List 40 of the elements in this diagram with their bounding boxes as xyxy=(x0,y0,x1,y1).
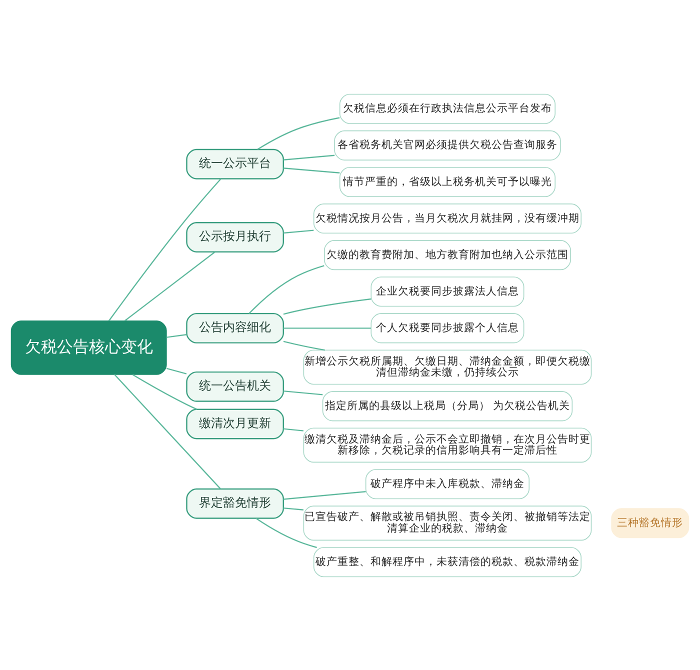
node-box: 公示按月执行 xyxy=(186,221,284,252)
connector xyxy=(248,264,324,314)
node-box: 情节严重的，省级以上税务机关可予以曝光 xyxy=(339,166,556,196)
connector xyxy=(283,340,325,350)
connector xyxy=(283,167,340,174)
node-box: 欠缴的教育费附加、地方教育附加也纳入公示范围 xyxy=(324,240,571,270)
connector xyxy=(283,390,323,395)
connector xyxy=(166,367,187,374)
node-box: 指定所属的县级以上税局（分局） 为欠税公告机关 xyxy=(322,390,573,421)
node-box: 各省税务机关官网必须提供欠税公告查询服务 xyxy=(334,130,561,160)
node-box: 破产程序中未入库税款、滞纳金 xyxy=(365,468,530,499)
connector xyxy=(283,327,371,328)
connector xyxy=(256,517,317,548)
node-box: 个人欠税要同步披露个人信息 xyxy=(370,312,524,343)
node-box: 界定豁免情形 xyxy=(186,488,284,518)
node-box: 欠税公告核心变化 xyxy=(10,320,167,374)
connector xyxy=(283,490,366,500)
connector xyxy=(114,374,222,489)
node-box: 公告内容细化 xyxy=(186,312,284,343)
connector xyxy=(283,229,314,234)
node-box: 欠税信息必须在行政执法信息公示平台发布 xyxy=(339,93,556,124)
node-box: 欠税情况按月公告，当月欠税次月就挂网，没有缓冲期 xyxy=(313,203,582,234)
connector xyxy=(283,298,372,314)
node-box: 破产重整、和解程序中，未获清偿的税款、税款滞纳金 xyxy=(313,546,582,577)
node-box: 企业欠税要同步披露法人信息 xyxy=(370,276,524,306)
connector xyxy=(283,428,304,431)
node-box: 新增公示欠税所属期、欠缴日期、滞纳金金额，即便欠税缴清但滞纳金未缴，仍持续公示 xyxy=(303,349,592,384)
node-box: 已宣告破产、解散或被吊销执照、责令关闭、被撤销等法定清算企业的税款、滞纳金 xyxy=(303,505,592,540)
connector xyxy=(283,506,304,510)
node-box: 统一公告机关 xyxy=(186,370,284,402)
node-box: 三种豁免情形 xyxy=(611,508,690,538)
node-box: 统一公示平台 xyxy=(186,148,284,179)
connector xyxy=(283,154,335,160)
connector xyxy=(124,251,216,321)
node-box: 缴清欠税及滞纳金后，公示不会立即撤销，在次月公告时更新移除，欠税记录的信用影响具有一定滞后性 xyxy=(303,427,592,462)
connector xyxy=(166,334,187,338)
connector xyxy=(257,116,340,150)
node-box: 缴清次月更新 xyxy=(186,408,284,439)
connector xyxy=(132,374,198,410)
connector xyxy=(108,178,222,321)
